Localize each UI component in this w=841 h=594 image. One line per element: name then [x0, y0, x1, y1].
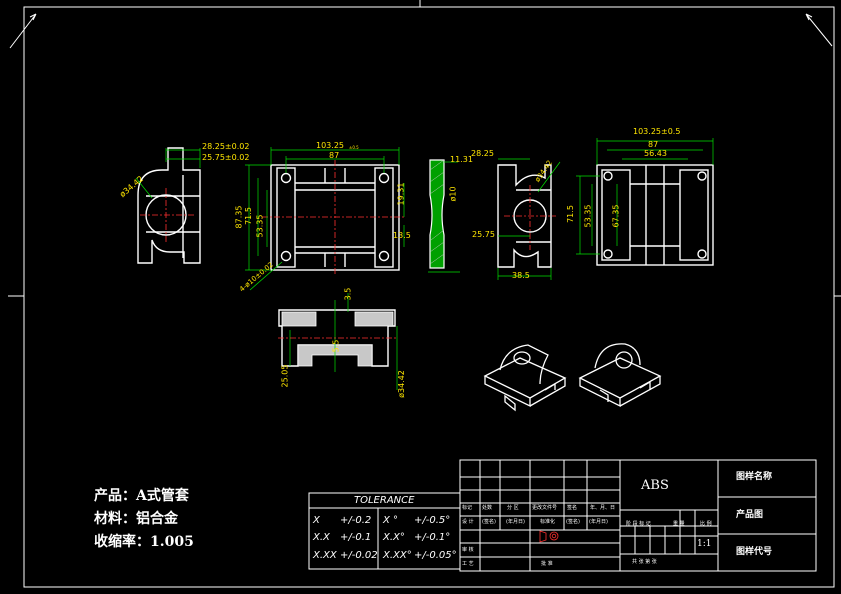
tol-row2-b: +/-0.1: [340, 532, 372, 543]
product-drawing-label: 产品图: [736, 510, 764, 520]
tol-row2-a: X.X: [313, 532, 330, 543]
view-right-front: [576, 138, 714, 266]
dim-v5-mid: 87: [648, 140, 659, 149]
tolerance-title: TOLERANCE: [354, 495, 415, 506]
dim-v4-bottom: 38.5: [512, 271, 530, 280]
tb-date: 年、月、日: [590, 505, 616, 511]
tol-row1-b: +/-0.2: [340, 515, 372, 526]
tb-change-doc: 更改文件号: [532, 505, 558, 511]
drawing-name-label: 图样名称: [736, 472, 773, 482]
dim-section-left: 25.05: [280, 364, 290, 388]
outer-frame: [23, 6, 835, 588]
dim-v4-w1: 28.25: [471, 149, 494, 158]
tb-design-date: (年月日): [506, 519, 525, 525]
tb-zone: 分 区: [507, 505, 519, 511]
dim-v5-h1: 71.5: [565, 205, 575, 223]
dim-v2-h3: 53.35: [255, 214, 265, 238]
tol-row3-d: +/-0.05°: [414, 550, 457, 561]
drawing-code-label: 图样代号: [736, 547, 773, 557]
tb-standard: 标准化: [540, 519, 556, 525]
dim-section-right: ø34.42: [396, 370, 406, 398]
view-front: [245, 147, 406, 291]
tb-design-sign: (签名): [482, 519, 496, 525]
dim-v2-side1: 19.31: [396, 182, 406, 206]
material-code: ABS: [641, 478, 669, 493]
tb-stage: 阶 段 标 记: [626, 521, 651, 527]
dim-v5-top: 103.25±0.5: [633, 127, 681, 136]
tb-ratio: 比 例: [700, 521, 712, 527]
dim-v2-mid: 87: [329, 151, 340, 160]
tb-standard-sign: (签名): [566, 519, 580, 525]
tb-standard-date: (年月日): [589, 519, 608, 525]
note-material: 材料：铝合金: [94, 511, 178, 527]
tb-sheets: 共 张 第 张: [632, 559, 657, 565]
tol-row2-c: X.X°: [383, 532, 405, 543]
tol-row2-d: +/-0.1°: [414, 532, 451, 543]
dim-v2-h1: 87.35: [234, 205, 244, 229]
dim-v4-w2: 25.75: [472, 230, 495, 239]
dim-v3-top: 11.31: [450, 155, 473, 164]
tb-review: 审 核: [462, 547, 474, 553]
dim-v1-w2: 25.75±0.02: [202, 153, 250, 162]
dim-v5-h2: 53.35: [583, 204, 593, 228]
view-section: [278, 293, 398, 390]
tb-count: 处数: [482, 505, 493, 511]
tol-row1-c: X °: [383, 515, 399, 526]
view-left-profile: [135, 147, 201, 264]
dim-section-mid: 5.5: [331, 339, 341, 353]
note-shrink-rate: 收缩率：1.005: [94, 534, 194, 550]
dim-v2-top: 103.25: [316, 141, 344, 150]
tol-row3-c: X.XX°: [383, 550, 412, 561]
dim-v2-h2: 71.5: [243, 207, 253, 225]
dim-v5-h3: 67.35: [611, 204, 621, 228]
tb-approve: 批 准: [541, 561, 553, 567]
tb-signature: 签名: [567, 505, 578, 511]
view-right-profile: [497, 158, 561, 280]
title-block-grid: [459, 459, 817, 572]
tb-process: 工 艺: [462, 561, 474, 567]
view-narrow-section: [428, 159, 460, 273]
projection-symbol: [539, 530, 559, 543]
isometric-view-2: [578, 343, 662, 408]
tol-row1-a: X: [313, 515, 320, 526]
scale-value: 1:1: [697, 539, 712, 549]
dim-v3-diameter: ø10: [448, 186, 458, 202]
dim-v1-w1: 28.25±0.02: [202, 142, 250, 151]
isometric-view-1: [483, 344, 567, 412]
tb-mark: 标记: [462, 505, 473, 511]
tol-row1-d: +/-0.5°: [414, 515, 451, 526]
dim-v5-inner: 56.43: [644, 149, 667, 158]
dim-v2-side2: 13.5: [393, 231, 411, 240]
note-product: 产品：A式管套: [94, 488, 189, 504]
dim-v2-top-tol: ±0.5: [349, 145, 359, 150]
tol-row3-b: +/-0.02: [340, 550, 378, 561]
dim-section-top: 3.5: [343, 287, 353, 301]
tol-row3-a: X.XX: [313, 550, 337, 561]
tb-design: 设 计: [462, 519, 474, 525]
tb-weight: 重 量: [673, 521, 685, 527]
